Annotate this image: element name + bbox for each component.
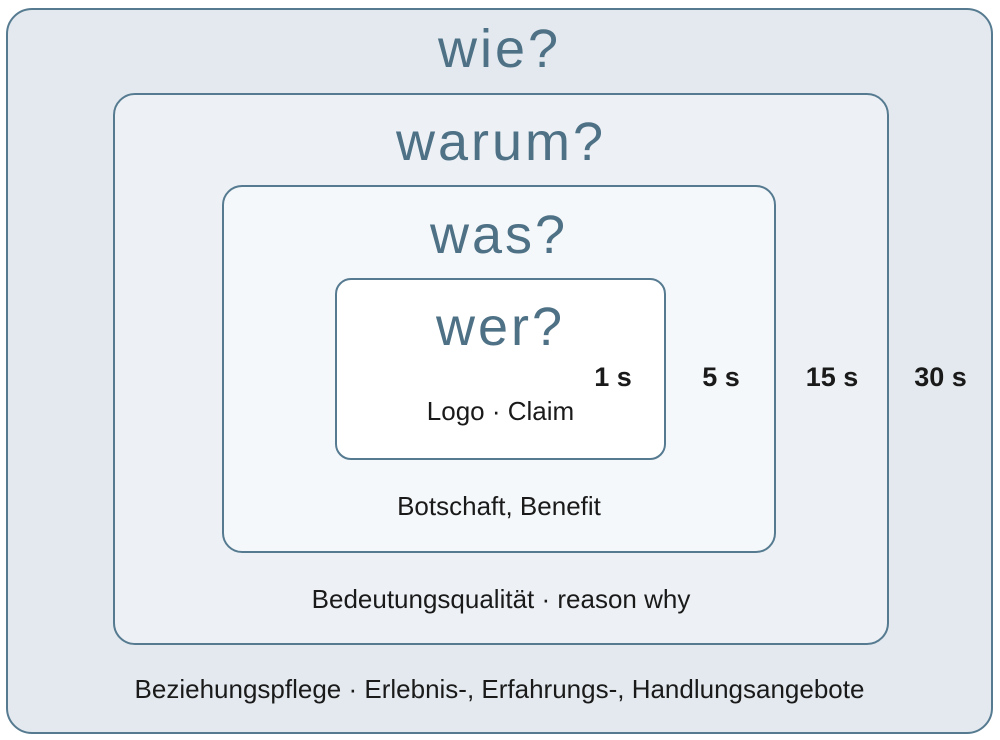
time-label-5s: 5 s [702,362,740,392]
ring-wie-question: wie? [437,19,562,79]
ring-was: was? Botschaft, Benefit [222,185,776,553]
ring-wer-question: wer? [435,297,566,357]
time-label-15s: 15 s [805,362,859,392]
ring-wer-sublabel: Logo · Claim [426,396,575,426]
time-label-1s: 1 s [594,362,632,392]
ring-was-sublabel: Botschaft, Benefit [397,491,601,521]
ring-warum-question: warum? [395,112,607,172]
ring-wer: wer? Logo · Claim [335,278,666,460]
time-label-30s: 30 s [914,362,967,392]
ring-warum-sublabel: Bedeutungsqualität · reason why [311,584,691,614]
ring-wie-sublabel: Beziehungspflege · Erlebnis-, Erfahrungs… [134,674,865,704]
ring-was-question: was? [429,205,569,265]
